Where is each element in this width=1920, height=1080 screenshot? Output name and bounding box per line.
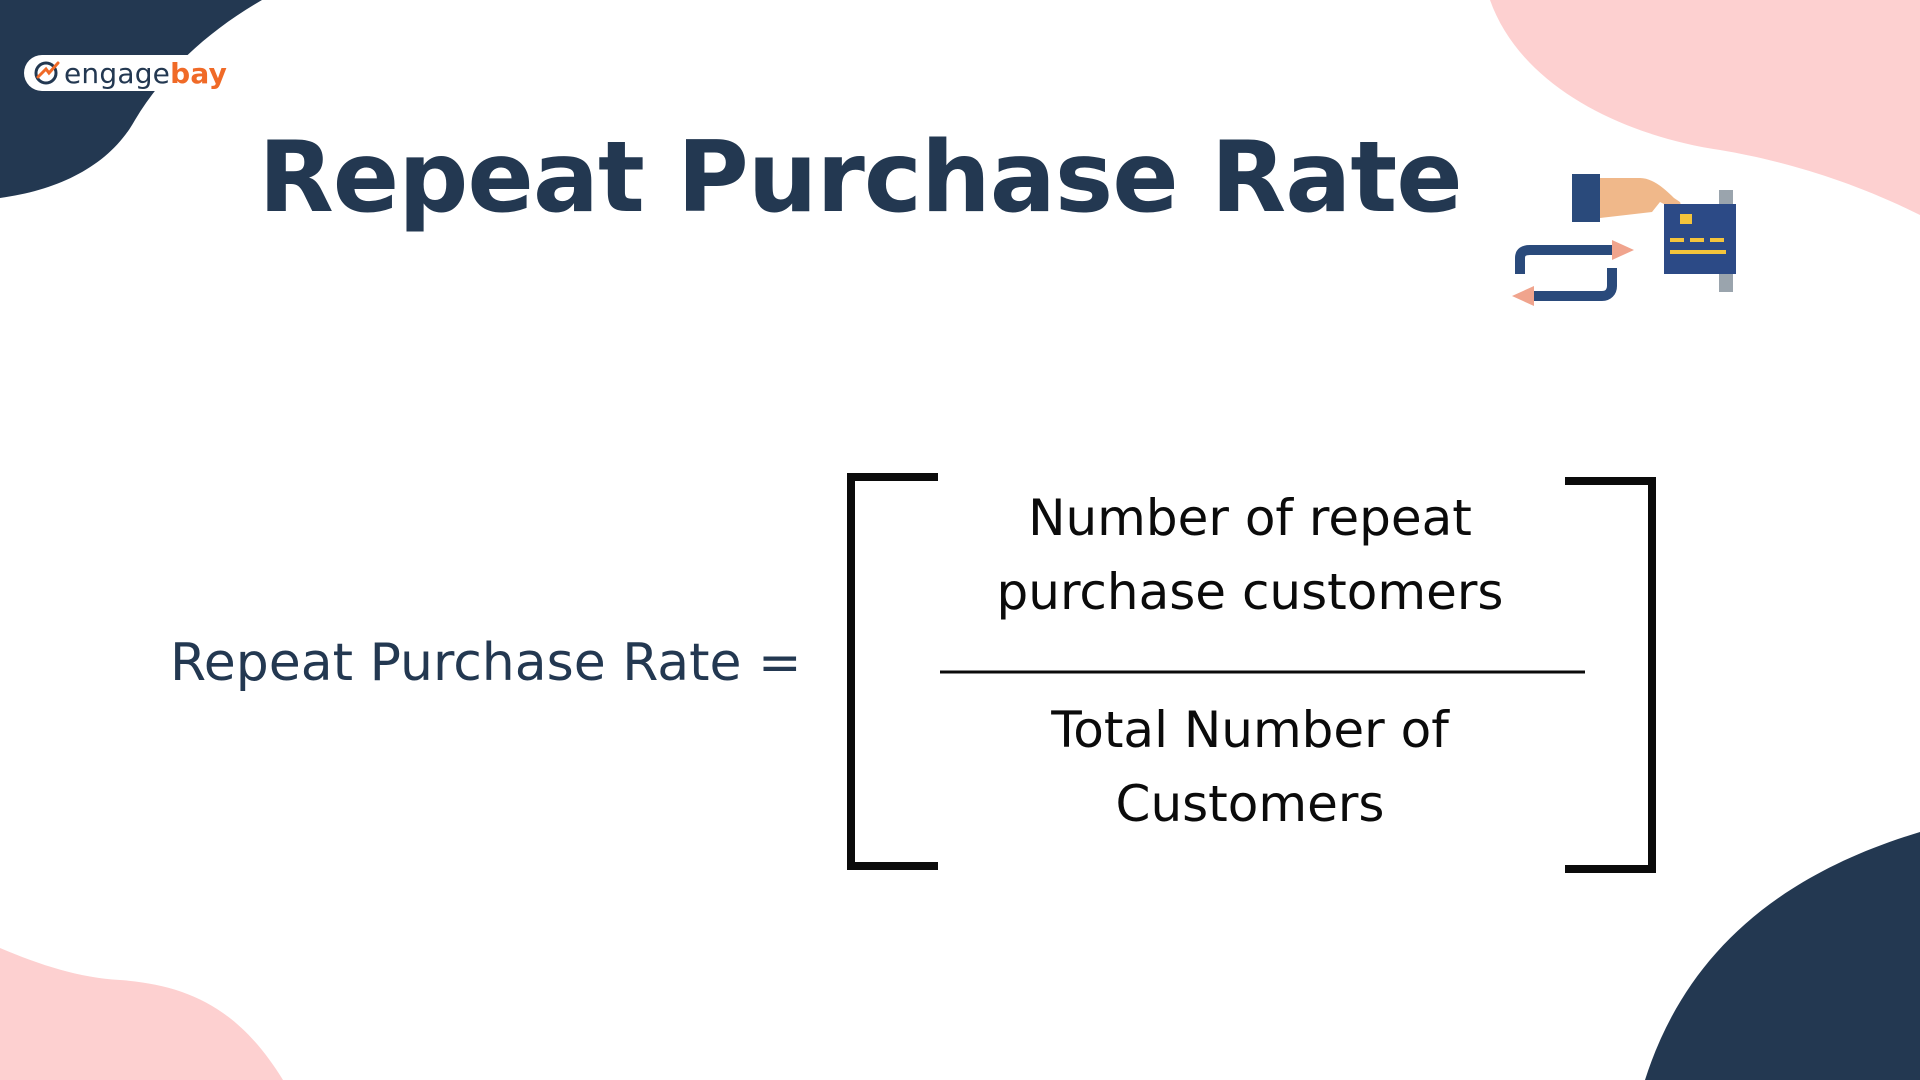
- repeat-payment-card-icon: [1512, 174, 1736, 306]
- arrowhead-left: [1512, 286, 1534, 306]
- denominator-line-2: Customers: [1115, 775, 1385, 833]
- logo-text-engage: engage: [64, 56, 171, 90]
- formula-numerator: Number of repeat purchase customers: [940, 481, 1560, 629]
- bottom-right-navy-blob: [1645, 832, 1920, 1080]
- arrowhead-right: [1612, 240, 1634, 260]
- engagebay-logo-icon: [34, 61, 60, 85]
- left-bracket: [847, 473, 938, 870]
- numerator-line-1: Number of repeat: [1028, 489, 1472, 547]
- bottom-left-pink-blob: [0, 948, 283, 1080]
- top-right-pink-blob: [1490, 0, 1920, 215]
- repeat-arrow-top: [1515, 245, 1612, 274]
- logo-text-bay: bay: [170, 56, 228, 90]
- repeat-arrow-bottom: [1532, 268, 1617, 301]
- sleeve-cuff: [1572, 174, 1600, 222]
- formula-denominator: Total Number of Customers: [940, 693, 1560, 841]
- numerator-line-2: purchase customers: [996, 563, 1504, 621]
- top-left-navy-blob: [0, 0, 262, 198]
- page-title: Repeat Purchase Rate: [258, 121, 1462, 235]
- right-bracket: [1565, 477, 1656, 873]
- denominator-line-1: Total Number of: [1051, 701, 1449, 759]
- hand-shape: [1600, 178, 1681, 218]
- formula-lhs: Repeat Purchase Rate =: [170, 633, 802, 693]
